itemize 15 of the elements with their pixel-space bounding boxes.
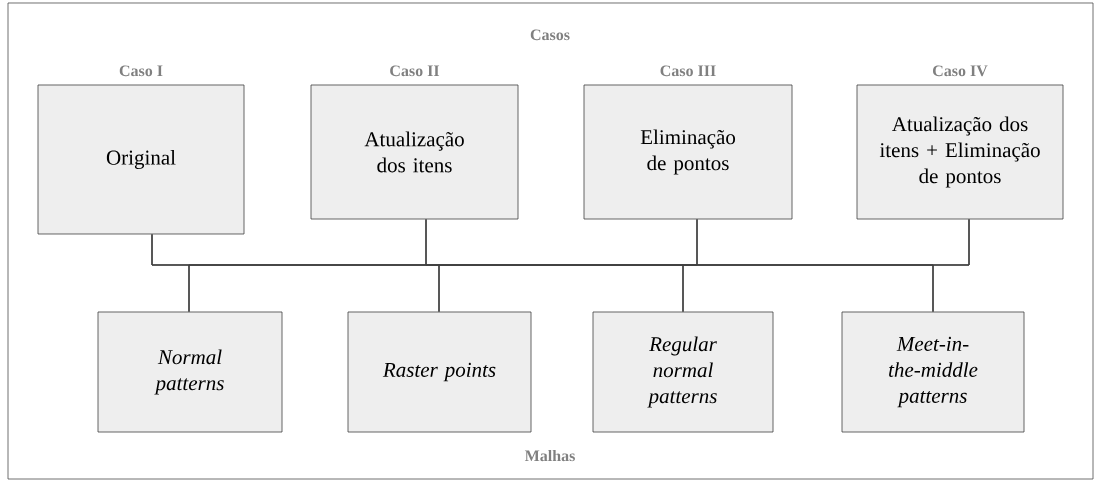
section-title: Casos <box>530 29 570 41</box>
case-heading: Caso III <box>660 65 716 77</box>
mesh-box: Regular normal patterns <box>592 311 774 433</box>
mesh-box: Meet-in-the-middle patterns <box>841 311 1025 433</box>
connector-line <box>932 219 970 312</box>
mesh-box: Normal patterns <box>97 311 283 433</box>
section-title: Malhas <box>524 449 575 462</box>
case-box: Atualização dos itens + Eliminação de pontos <box>856 84 1064 220</box>
mesh-box: Raster points <box>347 311 532 433</box>
case-heading: Caso IV <box>933 65 988 77</box>
case-heading: Caso II <box>390 65 440 77</box>
case-box: Eliminação de pontos <box>583 84 793 220</box>
case-heading: Caso I <box>119 65 163 77</box>
case-box: Original <box>37 84 245 235</box>
case-box: Atualização dos itens <box>310 84 519 220</box>
